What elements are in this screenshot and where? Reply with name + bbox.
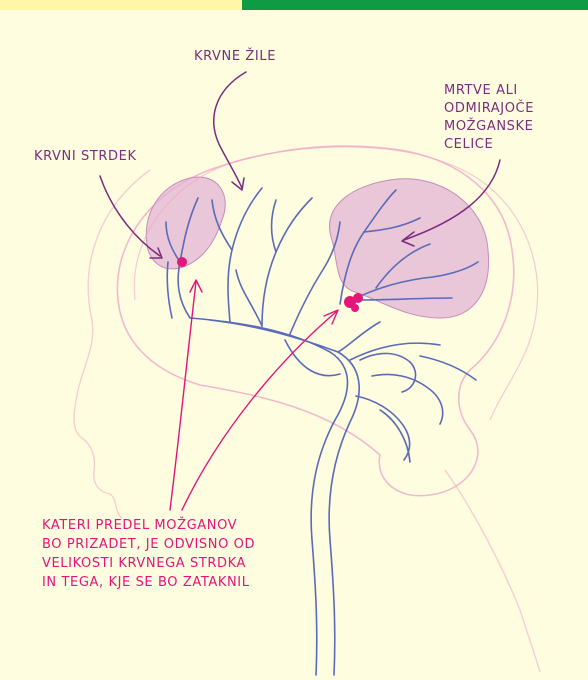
label-dead-brain-cells-line: MOŽGANSKE (444, 118, 534, 136)
arrow-note-left (170, 282, 196, 510)
label-blood-vessels: KRVNE ŽILE (194, 48, 276, 66)
label-note-line: BO PRIZADET, JE ODVISNO OD (42, 535, 255, 554)
label-note: KATERI PREDEL MOŽGANOV BO PRIZADET, JE O… (42, 516, 255, 592)
arrow-vessels (214, 72, 246, 188)
label-dead-brain-cells: MRTVE ALI ODMIRAJOČE MOŽGANSKE CELICE (444, 82, 534, 154)
label-dead-brain-cells-line: ODMIRAJOČE (444, 100, 534, 118)
label-dead-brain-cells-line: MRTVE ALI (444, 82, 534, 100)
label-note-line: KATERI PREDEL MOŽGANOV (42, 516, 255, 535)
blood-clot-left (177, 257, 187, 267)
label-note-line: VELIKOSTI KRVNEGA STRDKA (42, 554, 255, 573)
arrow-note-right (182, 312, 336, 510)
label-dead-brain-cells-line: CELICE (444, 136, 534, 154)
blood-clot-main (344, 293, 363, 312)
label-note-line: IN TEGA, KJE SE BO ZATAKNIL (42, 573, 255, 592)
label-blood-clot: KRVNI STRDEK (34, 148, 137, 166)
